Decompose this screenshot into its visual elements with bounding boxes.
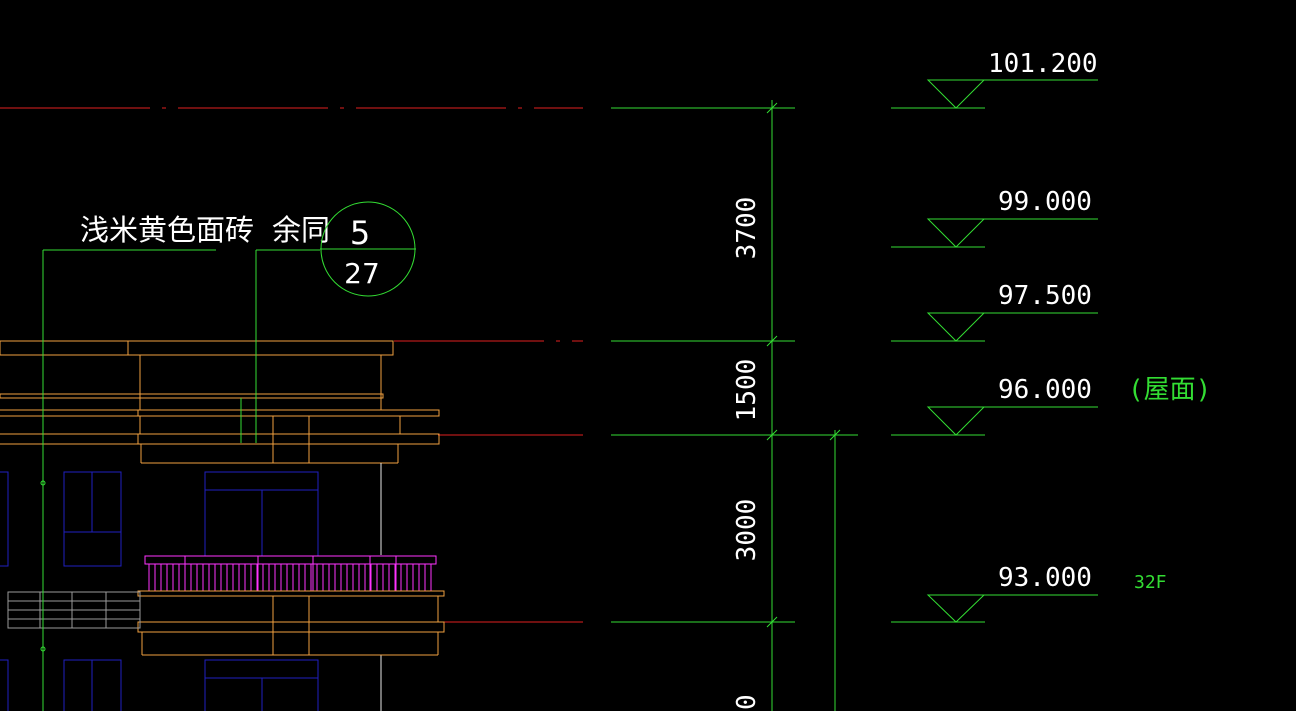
roof-tag: (屋面) (1128, 375, 1211, 405)
elevation-97500: 97.500 (998, 281, 1092, 311)
elevation-96000: 96.000 (998, 375, 1092, 405)
floor-tag: 32F (1134, 572, 1167, 593)
note-leaders (40, 249, 320, 711)
dimension-3700: 3700 (732, 197, 762, 260)
finish-note-label: 浅米黄色面砖 (80, 213, 254, 247)
dimension-1500: 1500 (732, 359, 762, 422)
balcony-slab (137, 590, 445, 656)
window-small-lower (63, 659, 122, 711)
detail-number: 5 (350, 214, 370, 252)
window-large-lower (204, 659, 319, 711)
dimension-chain (611, 100, 858, 711)
finish-note-rest-label: 余同 (272, 213, 330, 247)
balcony-railing (144, 555, 437, 592)
elevation-93000: 93.000 (998, 563, 1092, 593)
detail-callout[interactable]: 5 27 (320, 201, 416, 297)
ac-grille (7, 591, 141, 629)
elevation-101200: 101.200 (988, 49, 1098, 79)
roof-parapet (0, 340, 440, 464)
windows (0, 471, 319, 711)
elevation-markers (891, 79, 1098, 623)
window-left-edge (0, 471, 9, 711)
dimension-partial: 00 (732, 694, 762, 711)
elevation-99000: 99.000 (998, 187, 1092, 217)
window-large-upper (204, 471, 319, 557)
dimension-3000: 3000 (732, 499, 762, 562)
detail-sheet-number: 27 (344, 257, 380, 290)
window-small-upper (63, 471, 122, 567)
axis-lines (0, 107, 583, 623)
